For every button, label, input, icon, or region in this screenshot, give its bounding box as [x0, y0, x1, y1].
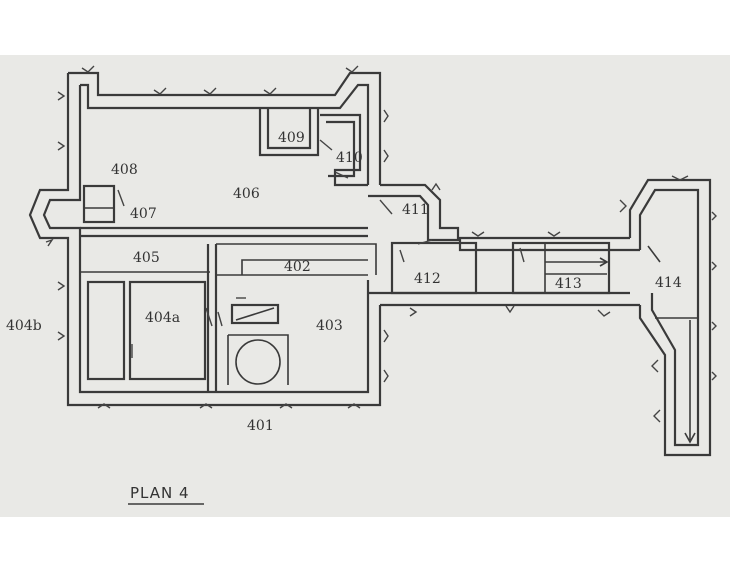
label-405: 405: [133, 250, 160, 266]
door-marks: [117, 139, 525, 358]
label-412: 412: [414, 271, 441, 287]
label-413: 413: [555, 276, 582, 292]
corridor-rooms: [390, 241, 611, 295]
plan-title: PLAN 4: [130, 484, 190, 502]
label-410: 410: [336, 150, 363, 166]
label-408: 408: [111, 162, 138, 178]
label-409: 409: [278, 130, 305, 146]
label-402: 402: [284, 259, 311, 275]
label-401: 401: [247, 418, 274, 434]
label-403: 403: [316, 318, 343, 334]
room-labels: 401 402 403 404a 404b 405 406 407 408 40…: [6, 130, 682, 434]
interior-walls: [80, 108, 377, 392]
label-407: 407: [130, 206, 157, 222]
shaft-walls: [628, 178, 712, 457]
label-411: 411: [402, 202, 429, 218]
label-406: 406: [233, 186, 260, 202]
label-414: 414: [655, 275, 682, 291]
label-404b: 404b: [6, 318, 42, 334]
exterior-ticks: [45, 65, 717, 423]
label-404a: 404a: [145, 310, 180, 326]
